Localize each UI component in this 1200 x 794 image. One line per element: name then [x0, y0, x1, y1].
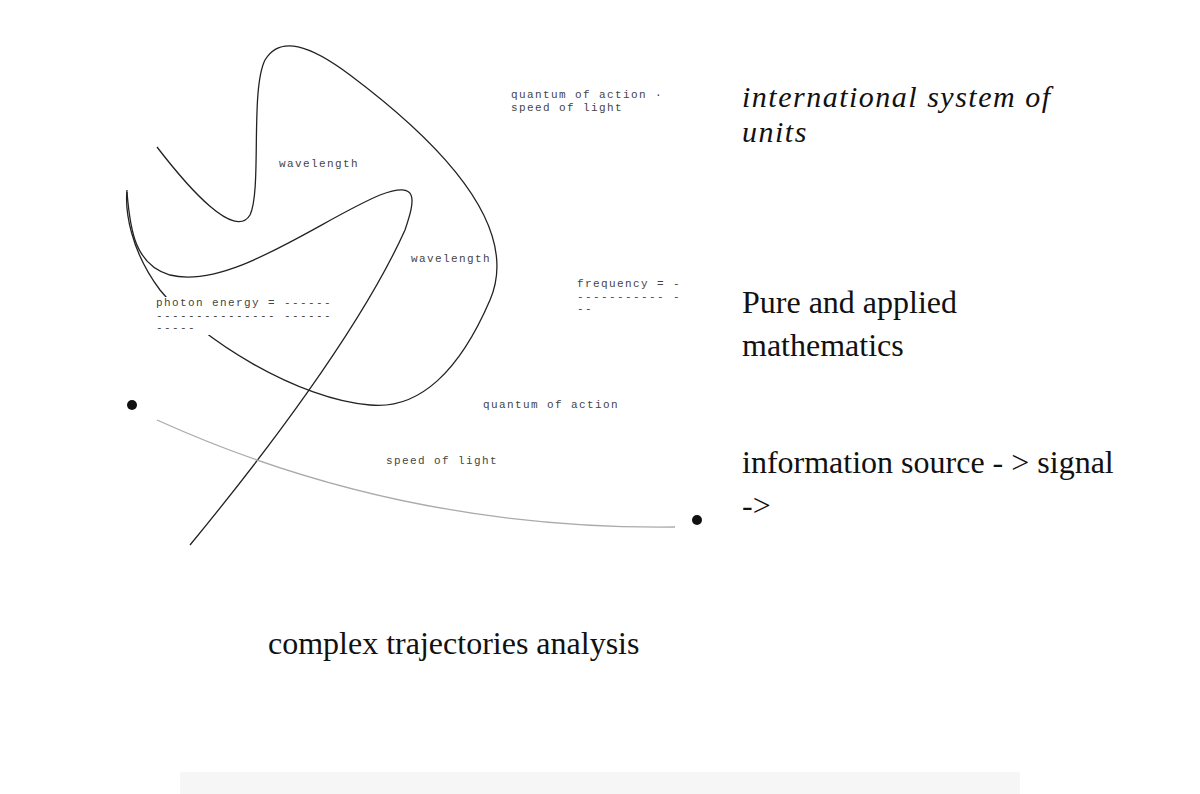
wave-curve — [127, 190, 412, 545]
formula-label: frequency = ------------ --- — [576, 278, 688, 316]
bottom-shadow — [180, 772, 1020, 794]
curve-label: wavelength — [278, 158, 360, 171]
curve-label: wavelength — [410, 253, 492, 266]
curve-label: quantum of action — [482, 399, 620, 412]
formula-note: quantum of action · speed of light — [510, 89, 682, 114]
grey-arc — [157, 420, 675, 527]
script-heading: international system of units — [742, 80, 1082, 149]
end-dot — [692, 515, 702, 525]
loop-curve — [127, 46, 497, 406]
curve-label: speed of light — [385, 455, 499, 468]
topic-label: information source - > signal -> — [742, 441, 1132, 527]
formula-label: photon energy = --------------------- --… — [155, 297, 337, 335]
start-dot — [127, 400, 137, 410]
topic-label: complex trajectories analysis — [268, 622, 668, 665]
topic-label: Pure and applied mathematics — [742, 281, 1042, 367]
